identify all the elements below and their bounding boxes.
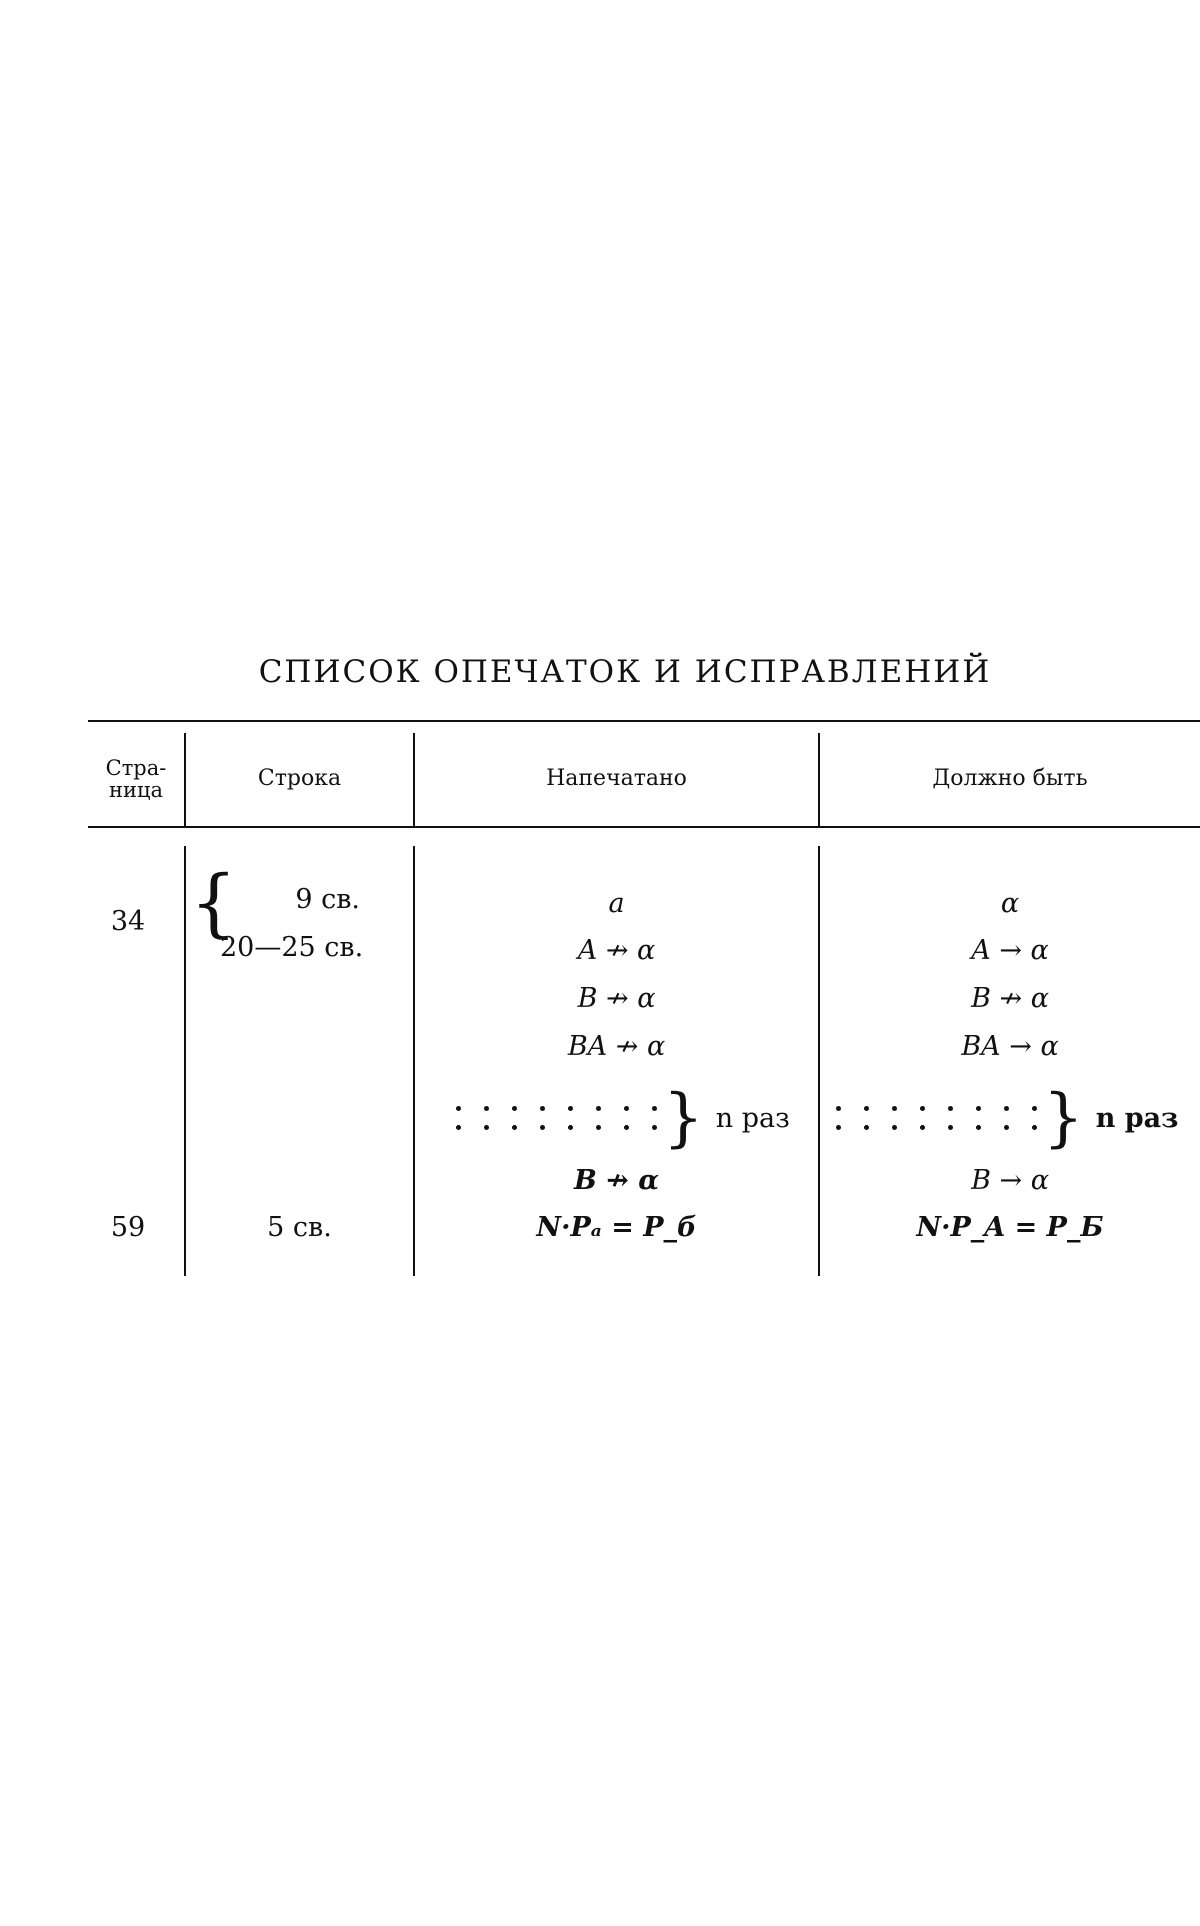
column-divider bbox=[184, 733, 186, 826]
dots-icon bbox=[456, 1106, 657, 1130]
header-printed: Напечатано bbox=[546, 766, 687, 791]
page-number: 34 bbox=[110, 906, 146, 937]
column-divider bbox=[818, 733, 820, 826]
page-title: СПИСОК ОПЕЧАТОК И ИСПРАВЛЕНИЙ bbox=[258, 654, 992, 690]
printed-text: A ↛ α bbox=[577, 935, 656, 966]
page-number: 59 bbox=[110, 1212, 146, 1243]
column-divider bbox=[413, 846, 415, 1276]
corrected-text: B → α bbox=[971, 1165, 1049, 1196]
printed-text: a bbox=[608, 888, 625, 919]
printed-text: BA ↛ α bbox=[567, 1031, 666, 1062]
header-page: Стра- ница bbox=[105, 756, 167, 802]
table-top-rule bbox=[88, 720, 1200, 722]
corrected-text: α bbox=[1000, 888, 1020, 919]
line-ref: 20—25 св. bbox=[220, 932, 364, 963]
printed-repeat-block: } n раз bbox=[456, 1086, 790, 1150]
corrected-repeat-clip: } n раз bbox=[826, 1076, 1200, 1156]
dots-icon bbox=[836, 1106, 1037, 1130]
corrected-text: A → α bbox=[971, 935, 1049, 966]
right-brace-icon: } bbox=[663, 1081, 704, 1155]
repeat-label: n раз bbox=[715, 1102, 790, 1134]
line-ref: 9 св. bbox=[295, 884, 360, 915]
right-brace-icon: } bbox=[1043, 1081, 1084, 1155]
header-line: Строка bbox=[257, 766, 342, 791]
corrected-text: B ↛ α bbox=[971, 983, 1049, 1014]
printed-formula: N·Pₐ = P_б bbox=[536, 1212, 697, 1243]
corrected-formula: N·P_A = P_Б bbox=[916, 1212, 1104, 1243]
column-divider bbox=[184, 846, 186, 1276]
header-should-be: Должно быть bbox=[932, 766, 1088, 791]
corrected-text: BA → α bbox=[961, 1031, 1059, 1062]
line-ref: 5 св. bbox=[267, 1212, 332, 1243]
repeat-label: n раз bbox=[1095, 1102, 1179, 1134]
left-brace-icon: { bbox=[190, 860, 238, 946]
corrected-repeat-block: } n раз bbox=[836, 1086, 1178, 1150]
column-divider bbox=[413, 733, 415, 826]
printed-text: B ↛ α bbox=[577, 983, 656, 1014]
column-divider bbox=[818, 846, 820, 1276]
table-header-rule bbox=[88, 826, 1200, 828]
printed-text: B ↛ α bbox=[573, 1165, 660, 1196]
